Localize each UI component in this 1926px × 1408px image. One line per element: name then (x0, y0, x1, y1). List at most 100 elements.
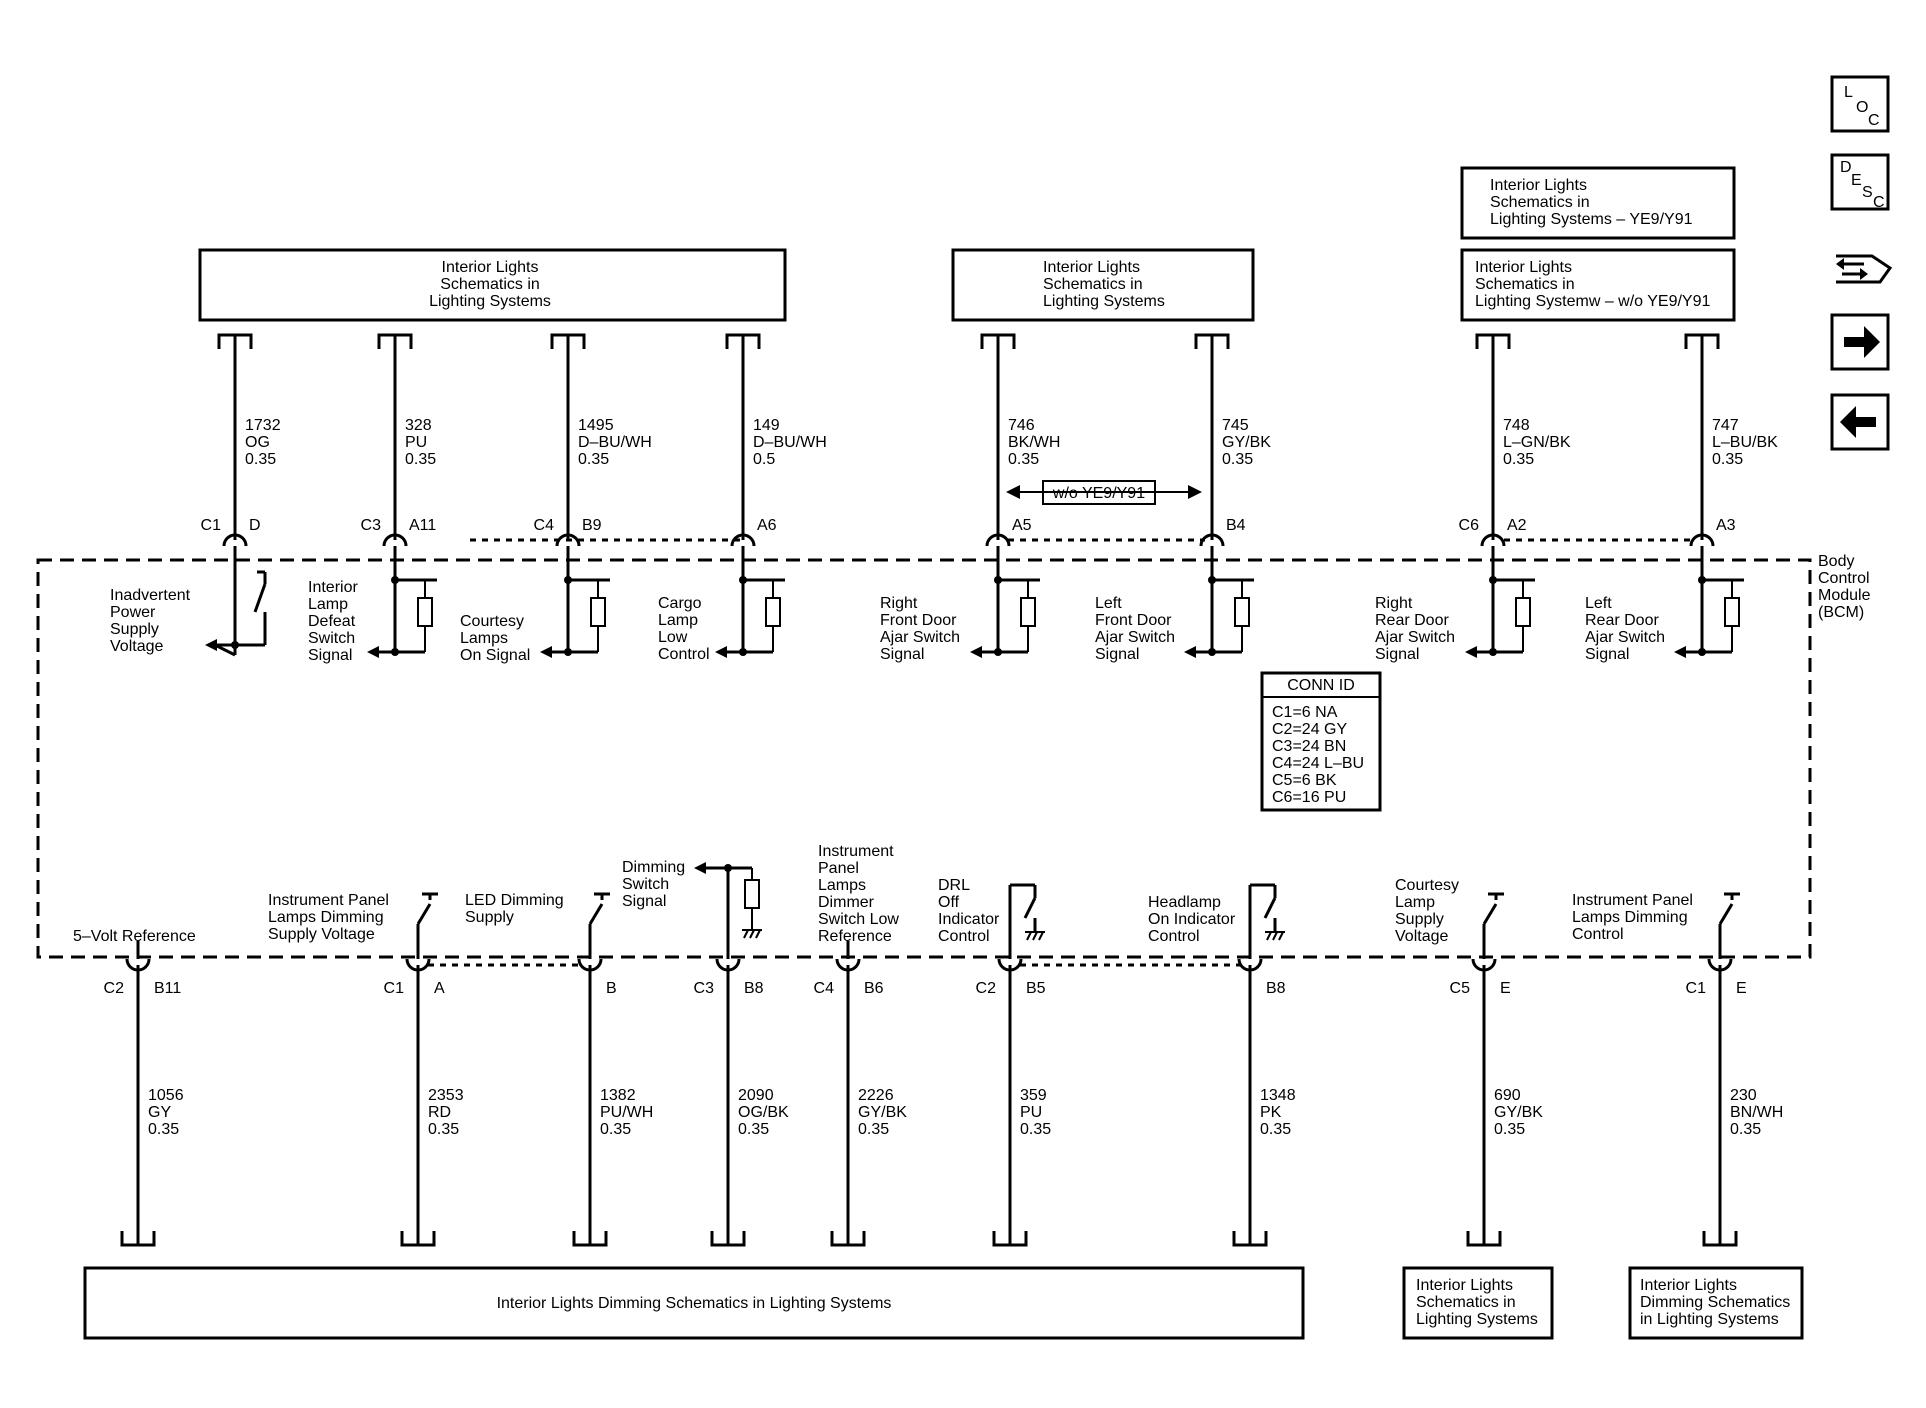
switch-lead (214, 643, 236, 657)
wire-label-line: GY (148, 1104, 171, 1121)
ref-box-frame[interactable] (1628, 1266, 1804, 1340)
circuit-function-line: Cargo (658, 595, 702, 612)
pin-id: B8 (1266, 980, 1286, 997)
switch-blade (1263, 897, 1277, 919)
connector-view-icon[interactable] (1836, 254, 1893, 284)
connector-terminal (1232, 1231, 1268, 1247)
connector-pin-socket (985, 533, 1011, 547)
wire-label-line: 745 (1222, 417, 1249, 434)
arrow-right-icon (1860, 268, 1868, 280)
desc-letter: D (1840, 159, 1852, 176)
ref-box-frame[interactable] (1460, 248, 1736, 322)
switch-blade (1023, 897, 1037, 919)
connector-pin-socket (1480, 533, 1506, 547)
junction-dot (739, 648, 747, 656)
connector-terminal (1702, 1231, 1738, 1247)
ref-box-text-line: Interior Lights (442, 259, 539, 276)
option-indicator: w/o YE9/Y91 (1006, 480, 1202, 505)
circuit-function-line: Left (1095, 595, 1122, 612)
arrow-left-icon (1465, 646, 1477, 658)
arrow-right-icon (1844, 326, 1880, 358)
conn-id-row-line: C4=24 L–BU (1272, 755, 1364, 772)
ref-box-frame[interactable] (1460, 166, 1736, 240)
circuit-function-line: Signal (308, 647, 352, 664)
pin-id: A6 (757, 517, 777, 534)
ref-box-frame[interactable] (1402, 1266, 1554, 1340)
circuit-function-line: Control (1572, 926, 1624, 943)
connector-view-button[interactable] (1836, 254, 1893, 284)
ground-hatch (1266, 931, 1272, 941)
circuit-function-line: Lamps Dimming (268, 909, 384, 926)
junction-dot (994, 576, 1002, 584)
ref-box-text-line: Interior Lights (1043, 259, 1140, 276)
circuit-function-line: Rear Door (1585, 612, 1659, 629)
ref-box-text-line: Lighting Systems (1043, 293, 1165, 310)
ref-box-frame[interactable] (951, 248, 1255, 322)
pin-id: B (606, 980, 617, 997)
next-page-button[interactable] (1830, 313, 1890, 371)
connector-terminal (992, 1231, 1028, 1247)
arrow-left-icon (1836, 258, 1844, 270)
wire-label-line: L–GN/BK (1503, 434, 1571, 451)
resistor-icon (744, 879, 760, 909)
bottom-schematic-ref-1[interactable]: Interior Lights Dimming Schematics in Li… (83, 1266, 1305, 1340)
arrow-right-icon (1188, 485, 1202, 499)
circuit-function-line: Power (110, 604, 156, 621)
connector-terminal (1466, 1231, 1502, 1247)
ground-hatch (1272, 931, 1278, 941)
switch-blade (588, 903, 604, 925)
loc-letter: L (1844, 84, 1853, 101)
pin-id: B9 (582, 517, 602, 534)
ref-box-text-line: Interior Lights Dimming Schematics in Li… (497, 1295, 892, 1312)
conn-id-row-line: C5=6 BK (1272, 772, 1337, 789)
circuit-function-line: Panel (818, 860, 859, 877)
circuit-function-line: On Signal (460, 647, 530, 664)
circuit-function-line: Control (1148, 928, 1200, 945)
pin-id: B6 (864, 980, 884, 997)
wire-label-line: 0.5 (753, 451, 775, 468)
desc-button-frame[interactable] (1830, 153, 1890, 211)
circuit-function-line: Left (1585, 595, 1612, 612)
previous-page-button[interactable] (1830, 393, 1890, 451)
connector-id: C3 (694, 980, 715, 997)
junction-dot (739, 576, 747, 584)
pin-id: B4 (1226, 517, 1246, 534)
conn-id-row-line: C6=16 PU (1272, 789, 1346, 806)
circuit-function-line: Lamp (1395, 894, 1435, 911)
wire-label-line: 0.35 (1020, 1121, 1051, 1138)
wire-label-line: PK (1260, 1104, 1282, 1121)
loc-button-frame[interactable] (1830, 75, 1890, 133)
circuit-function-line: Lamps (460, 630, 508, 647)
ground-icon (1025, 931, 1045, 941)
ground-hatch (1278, 931, 1284, 941)
ground-hatch (1038, 931, 1044, 941)
circuit-function-line: Courtesy (1395, 877, 1459, 894)
bcm-label-line: Module (1818, 587, 1871, 604)
ref-box-frame[interactable] (83, 1266, 1305, 1340)
loc-button[interactable]: LOC (1830, 75, 1890, 133)
wire-label-line: 1348 (1260, 1087, 1296, 1104)
ref-box-frame[interactable] (198, 248, 787, 322)
